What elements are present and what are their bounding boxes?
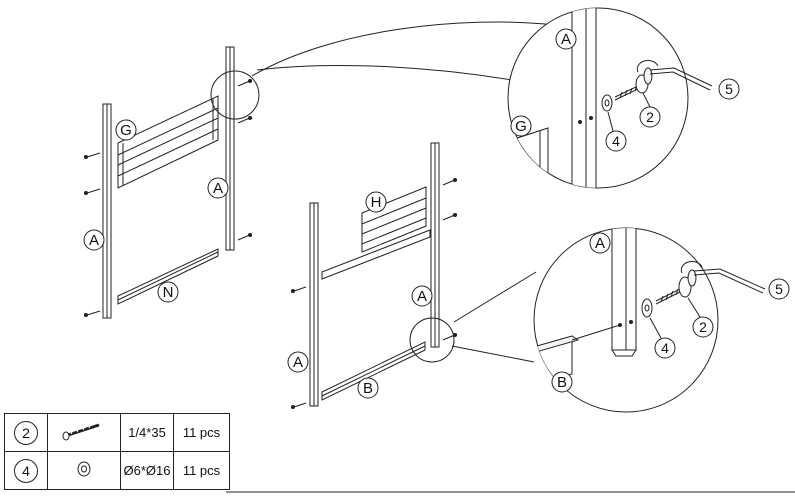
frame2-magnifier [409,317,455,363]
detail1-post-label: A [561,31,571,48]
bolt-icon [62,423,100,441]
detail2-post-label: A [595,235,605,252]
frame-2: H A A B [287,142,458,409]
washer-icon [77,461,91,477]
detail2-leader-top [453,271,537,323]
detail1-key-label: 5 [725,81,733,97]
frame1-magnifier [210,70,260,120]
frame1-headboard-label: G [120,122,132,139]
detail2-key-label: 5 [775,281,783,297]
detail-2: A B 2 4 5 [533,227,790,413]
frame1-headboard [117,95,219,189]
detail1-washer-label: 4 [612,133,620,149]
frame2-rail [321,341,426,401]
detail2-bolt-label: 2 [699,319,707,335]
parts-row: 4 Ø6*Ø16 11 pcs [4,451,230,490]
frame2-headboard-label: H [371,194,382,211]
frame-1: G A A N [83,46,260,319]
parts-row: 2 1/4*35 11 pcs [4,413,230,452]
frame1-bolts [83,79,253,317]
detail1-bolt-label: 2 [646,109,654,125]
part-number: 4 [14,458,38,483]
part-number: 2 [14,420,38,445]
part-size: 1/4*35 [120,413,174,452]
frame1-rail-label: N [163,284,174,301]
frame1-right-post-label: A [213,180,223,197]
detail1-circle [507,7,689,189]
detail1-leader-bottom [256,64,513,81]
detail2-key-icon [693,268,766,290]
frame1-left-post-label: A [89,232,99,249]
frame2-right-post-label: A [417,288,427,305]
part-size: Ø6*Ø16 [120,451,174,490]
detail1-leader-top [251,21,556,77]
frame2-headboard [361,186,427,253]
detail2-rail-label: B [557,374,567,391]
part-qty: 11 pcs [173,451,230,490]
detail1-bolt-icon [614,67,653,101]
part-qty: 11 pcs [173,413,230,452]
detail1-board-label: G [515,118,527,135]
frame2-rail-label: B [363,380,373,397]
detail-1: A G 2 4 5 [507,7,740,189]
detail2-leader-bottom [451,345,535,363]
detail1-key-icon [649,67,713,87]
frame1-rail [117,248,219,305]
frame2-left-post-label: A [293,354,303,371]
parts-table: 2 1/4*35 11 pcs 4 Ø6*Ø16 11 pcs [4,413,230,490]
detail2-washer-label: 4 [661,340,669,356]
detail2-bolt-icon [655,269,697,305]
